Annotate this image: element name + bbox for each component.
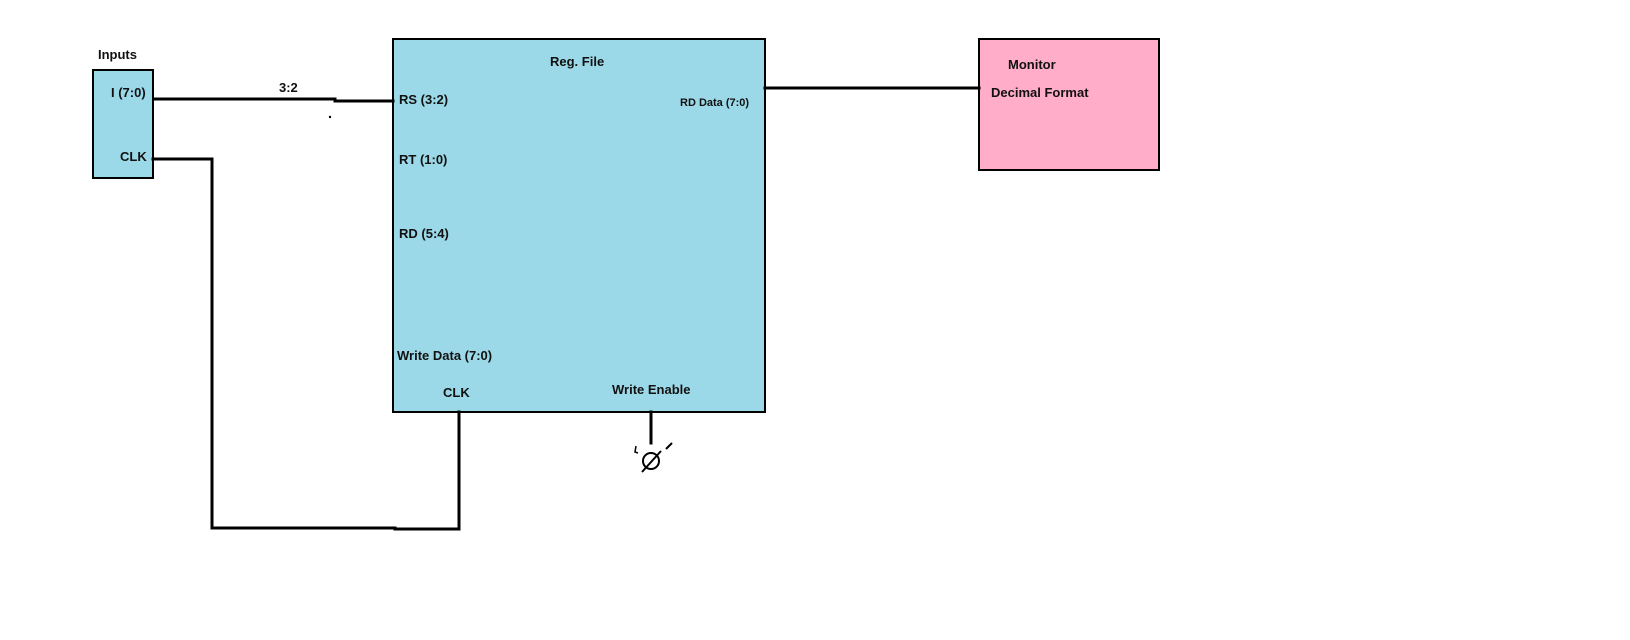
inputs-block [92,69,154,179]
reg-file-port-write-enable: Write Enable [612,382,691,397]
reg-file-port-rs: RS (3:2) [399,92,448,107]
inputs-port-clk: CLK [120,149,147,164]
monitor-subtitle: Decimal Format [991,85,1089,100]
reg-file-port-rd-data: RD Data (7:0) [680,97,749,109]
empty-set-icon [634,442,673,473]
reg-file-title: Reg. File [550,54,604,69]
inputs-port-i: I (7:0) [111,85,146,100]
wire-i-to-rs [153,97,395,103]
reg-file-port-clk: CLK [443,385,470,400]
monitor-block [978,38,1160,171]
reg-file-port-write-data: Write Data (7:0) [397,348,492,363]
reg-file-port-rt: RT (1:0) [399,152,447,167]
wire-label-bits: 3:2 [279,80,298,95]
wire-clk [151,157,461,531]
inputs-title: Inputs [98,47,137,62]
monitor-title: Monitor [1008,57,1056,72]
reg-file-block [392,38,766,413]
reg-file-port-rd: RD (5:4) [399,226,449,241]
stray-dot [328,115,332,119]
